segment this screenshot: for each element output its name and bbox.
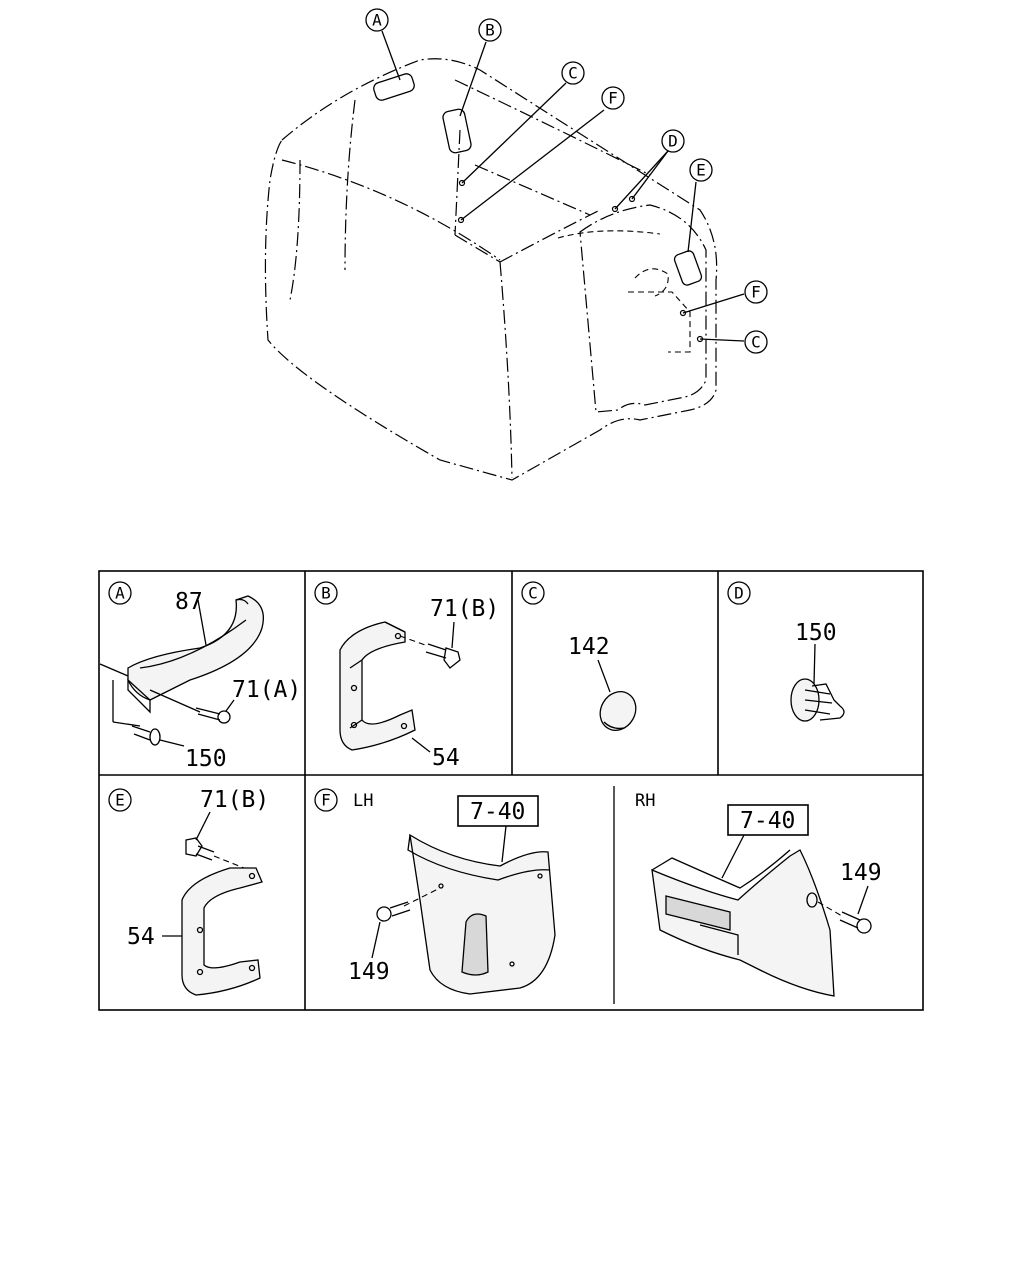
panel-c-label: C (521, 581, 545, 605)
panel-c: C 142 (521, 581, 637, 731)
panel-f-label: F (314, 788, 338, 812)
svg-text:F: F (751, 283, 761, 302)
handle-a-shape (373, 73, 415, 101)
panel-a-label: A (108, 581, 132, 605)
callout-f-top: F (601, 86, 625, 110)
ref-label-lh: 7-40 (470, 799, 525, 825)
bolt-71b-e (185, 837, 215, 861)
grab-handle-87 (127, 595, 265, 714)
svg-text:C: C (528, 584, 538, 603)
part-142-label: 142 (568, 634, 610, 660)
ref-label-rh: 7-40 (740, 808, 795, 834)
callout-d: D (661, 129, 685, 153)
side-lh-label: LH (353, 791, 373, 811)
svg-text:D: D (668, 132, 678, 151)
svg-text:F: F (321, 791, 331, 810)
clip-150-a (131, 725, 161, 746)
callout-e: E (689, 158, 713, 182)
handle-e-shape (673, 250, 703, 286)
panel-a: A 87 71(A) 150 (99, 581, 301, 772)
panel-b: B 71(B) 54 (314, 581, 499, 771)
svg-text:E: E (115, 791, 125, 810)
part-150-label-a: 150 (185, 746, 227, 772)
part-54-label-e: 54 (127, 924, 155, 950)
assist-grip-54-b (339, 621, 416, 751)
panel-f-rh: RH 7-40 149 (635, 791, 882, 997)
callout-b: B (478, 18, 502, 42)
screw-71a (195, 707, 231, 724)
panel-f-lh: F LH 7-40 149 (314, 788, 556, 995)
trim-panel-lh (407, 833, 556, 995)
screw-149-rh (839, 911, 872, 934)
part-71b-label-e: 71(B) (200, 787, 269, 813)
svg-text:A: A (115, 584, 125, 603)
trim-panel-rh (651, 849, 835, 997)
callout-c-top: C (561, 61, 585, 85)
assist-grip-54-e (181, 867, 263, 996)
clip-150-d (790, 678, 845, 722)
part-87-label: 87 (175, 589, 203, 615)
bolt-71b-b (425, 643, 461, 669)
svg-text:D: D (734, 584, 744, 603)
callout-c-side: C (744, 330, 768, 354)
part-150-label-d: 150 (795, 620, 837, 646)
part-54-label-b: 54 (432, 745, 460, 771)
ref-box-rh (727, 804, 809, 836)
panel-d-label: D (727, 581, 751, 605)
ref-box-lh (457, 795, 539, 827)
svg-text:C: C (568, 64, 578, 83)
panel-e: E 71(B) 54 (108, 787, 269, 996)
plug-142 (599, 691, 637, 731)
cab-overview (264, 30, 745, 481)
svg-text:F: F (608, 89, 618, 108)
svg-text:A: A (372, 11, 382, 30)
part-149-label-lh: 149 (348, 959, 390, 985)
part-149-label-rh: 149 (840, 860, 882, 886)
panel-e-label: E (108, 788, 132, 812)
svg-text:B: B (485, 21, 495, 40)
svg-text:C: C (751, 333, 761, 352)
part-71a-label: 71(A) (232, 677, 301, 703)
handle-b-shape (442, 108, 472, 154)
callout-a: A (365, 8, 389, 32)
panel-b-label: B (314, 581, 338, 605)
side-rh-label: RH (635, 791, 655, 811)
part-71b-label-b: 71(B) (430, 596, 499, 622)
panel-d: D 150 (727, 581, 845, 722)
callout-f-side: F (744, 280, 768, 304)
screw-149-lh (376, 901, 411, 922)
svg-text:E: E (696, 161, 706, 180)
detail-grid (98, 570, 924, 1011)
svg-text:B: B (321, 584, 331, 603)
